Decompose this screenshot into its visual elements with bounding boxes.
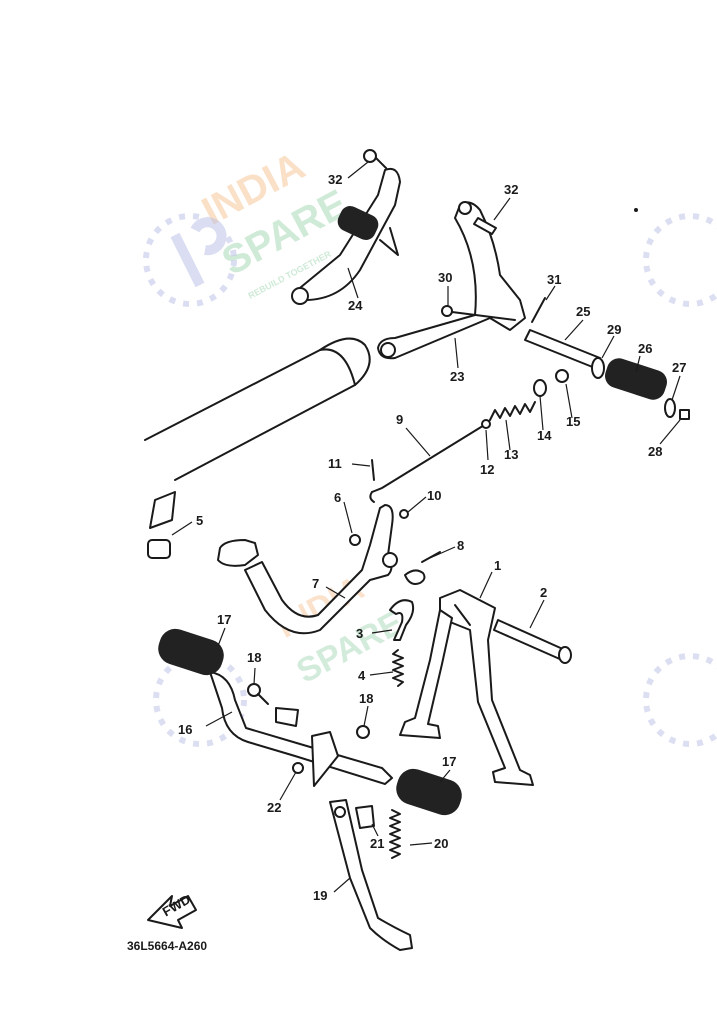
part-31-cotter-pin [531,297,546,323]
part-24-footrest-bracket [291,167,401,305]
part-29-washer [591,357,605,379]
part-24-grip [337,206,379,240]
callout-2: 2 [540,585,547,600]
part-15-grommet [555,369,569,383]
callout-21: 21 [370,836,384,851]
callout-23: 23 [450,369,464,384]
callout-13: 13 [504,447,518,462]
callout-31: 31 [547,272,561,287]
callout-29: 29 [607,322,621,337]
part-17-grip-right [396,768,462,816]
callout-32-left: 32 [328,172,342,187]
part-32-bolt-top [363,149,387,169]
callout-22: 22 [267,800,281,815]
part-28-nut [679,409,690,420]
part-27-washer [664,398,676,418]
stray-dot [634,208,638,212]
part-25-shaft [524,329,601,369]
callout-28: 28 [648,444,662,459]
callout-3: 3 [356,626,363,641]
callout-24: 24 [348,298,363,313]
callout-10: 10 [427,488,441,503]
part-21-bolt [355,805,375,829]
part-18-bolt-upper [247,683,269,705]
part-14-collar [533,379,547,397]
fwd-arrow-icon: FWD [147,892,197,929]
part-22-nut [292,762,304,774]
callout-16: 16 [178,722,192,737]
part-13-spring [489,401,536,421]
callout-18-lower: 18 [359,691,373,706]
callout-8: 8 [457,538,464,553]
part-2-shaft [493,619,572,664]
callout-6: 6 [334,490,341,505]
callout-12: 12 [480,462,494,477]
callout-17-left: 17 [217,612,231,627]
part-9-brake-rod [369,423,487,503]
watermark-logo-right-top [643,213,717,307]
part-23-footrest-stay [377,201,526,360]
part-19-side-stand [329,799,413,951]
part-3-hook [389,599,415,641]
callout-11: 11 [328,456,342,471]
callout-25: 25 [576,304,590,319]
part-16-footrest-bar [209,671,393,787]
drawing-code: 36L5664-A260 [127,939,207,953]
callout-9: 9 [396,412,403,427]
part-5-damper [147,491,176,559]
callout-32-right: 32 [504,182,518,197]
part-18-bolt-lower [356,725,370,739]
part-8-spring [404,551,441,585]
callout-4: 4 [358,668,366,683]
callout-18-upper: 18 [247,650,261,665]
callout-30: 30 [438,270,452,285]
part-11-pin [371,459,375,481]
leader-lines [171,161,681,893]
watermark-logo-left-top [143,213,237,307]
part-7-brake-pedal [217,504,398,635]
callout-5: 5 [196,513,203,528]
callout-20: 20 [434,836,448,851]
part-1-main-stand [399,589,534,786]
part-30-pin [441,305,516,321]
part-32-bolt-right [473,217,497,235]
callout-1: 1 [494,558,501,573]
callout-7: 7 [312,576,319,591]
callout-14: 14 [537,428,552,443]
part-4-spring [392,649,404,687]
callout-26: 26 [638,341,652,356]
callout-17-right: 17 [442,754,456,769]
part-26-grip [605,358,667,400]
callout-19: 19 [313,888,327,903]
part-6-bushing [349,534,361,546]
callout-27: 27 [672,360,686,375]
part-20-spring [389,809,401,859]
muffler-outline [144,337,371,481]
part-10-circlip [399,509,409,519]
callout-15: 15 [566,414,580,429]
callout-labels: 1 2 3 4 5 6 7 8 9 10 11 12 13 14 15 16 1… [178,172,686,903]
part-17-grip-left [158,628,224,676]
part-12-nut [481,419,491,429]
